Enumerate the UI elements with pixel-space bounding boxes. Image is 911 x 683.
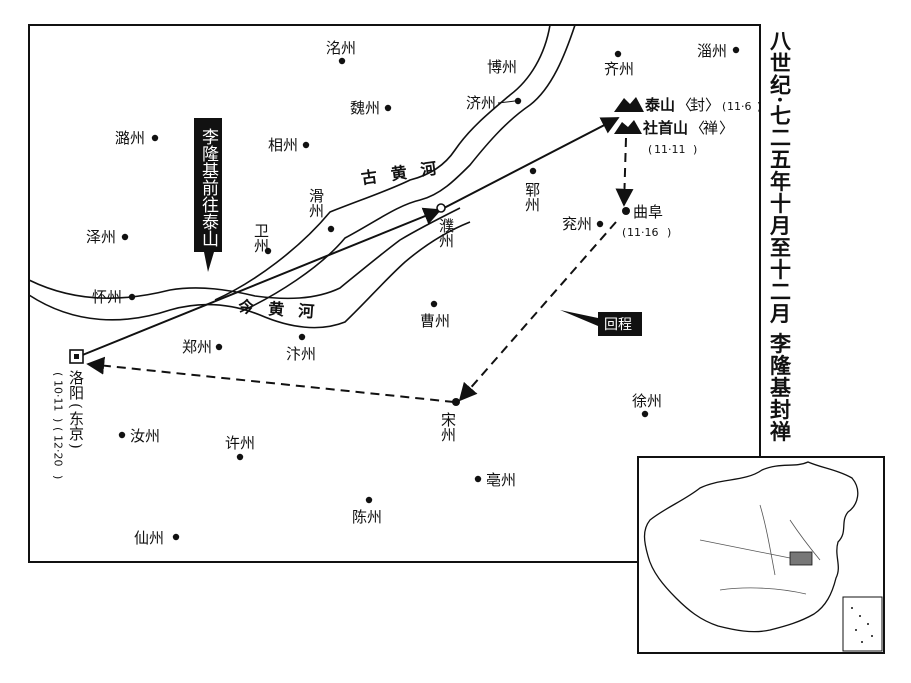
map-title-vertical: 八世纪·七二五年十月至十二月 李隆基封禅 — [768, 30, 793, 443]
route-outbound-segment-1 — [79, 207, 442, 357]
taishan-rite-open: 〈 — [677, 96, 692, 114]
taishan-name: 泰山 — [644, 96, 675, 114]
luoyang-paren-open-2: ( — [52, 427, 65, 431]
city-label-huaizhou: 怀州 — [92, 288, 122, 306]
songzhou-marker — [452, 398, 460, 406]
route-label-callout: 李隆基前往泰山 — [194, 118, 222, 272]
qufu-date-open: ( — [622, 226, 626, 239]
old-yellow-river-bank-upper — [214, 24, 551, 301]
map-frame — [28, 24, 761, 563]
city-label-huazhou: 滑州 — [307, 188, 325, 218]
old-yellow-river-bank-lower — [239, 24, 576, 313]
city-label-jizhou: 济州 — [466, 94, 496, 112]
qufu-date-close: ) — [667, 226, 671, 239]
present-yellow-river-label: 今黄河 — [237, 297, 329, 322]
city-dots — [118, 46, 740, 541]
qufu-date: 11·16 — [627, 226, 659, 239]
city-label-chenzhou: 陈州 — [352, 508, 382, 526]
taishan-date-open: ( — [722, 100, 726, 113]
luoyang-name: 洛阳 — [67, 370, 85, 400]
sheshou-rite-open: 〈 — [690, 119, 705, 137]
city-label-xuzhou2: 许州 — [225, 434, 255, 452]
present-yellow-river-bank-lower — [28, 221, 471, 329]
luoyang-paren-close: ) — [67, 443, 85, 449]
puzhou-marker — [436, 203, 446, 213]
taishan-date: 11·6 — [727, 100, 752, 113]
inset-china-map — [637, 456, 885, 654]
sheshou-rite: 禅 — [703, 119, 718, 137]
city-label-zezhou: 泽州 — [86, 228, 116, 246]
city-label-luzhou: 潞州 — [115, 129, 145, 147]
city-label-bianzhou: 汴州 — [286, 345, 316, 363]
route-outbound-segment-2 — [443, 117, 620, 209]
city-label-songzhou: 宋州 — [439, 412, 457, 442]
taishan-mountain-icon — [614, 97, 644, 112]
sheshou-mountain-icon — [614, 120, 642, 134]
taishan-rite: 封 — [690, 96, 705, 114]
city-label-luozhou: 洺州 — [326, 39, 356, 57]
luoyang-capital-marker — [69, 349, 84, 364]
route-label-text: 李隆基前往泰山 — [198, 128, 219, 247]
city-label-yunzhou: 郓州 — [523, 182, 541, 212]
luoyang-date-2: 12·20 — [52, 435, 65, 467]
city-label-weizhou-n: 魏州 — [350, 99, 380, 117]
inset-sea-islands — [851, 607, 873, 643]
sheshou-name: 社首山 — [642, 119, 688, 137]
inset-province-lines — [699, 504, 821, 595]
city-label-puzhou: 濮州 — [437, 218, 455, 248]
city-label-zhengzhou: 郑州 — [182, 338, 212, 356]
sheshou-rite-close: 〉 — [719, 119, 734, 137]
luoyang-paren-open-1: ( — [52, 372, 65, 376]
luoyang-paren-close-1: ) — [52, 418, 65, 422]
route-return-segment-1 — [615, 137, 634, 207]
qufu-name: 曲阜 — [633, 203, 663, 221]
city-label-xiangzhou: 相州 — [268, 136, 298, 154]
luoyang-label: 洛阳 ( 东京 ) ( 10·11 ) ( 12·20 ) — [52, 370, 86, 479]
return-label-callout: 回程 — [560, 310, 642, 336]
city-label-caozhou: 曹州 — [420, 312, 450, 330]
sheshou-date-open: ( — [648, 143, 652, 156]
route-return-segment-2 — [458, 221, 617, 402]
city-label-xianzhou: 仙州 — [134, 529, 164, 547]
sheshou-date-close: ) — [693, 143, 697, 156]
return-label-text: 回程 — [604, 317, 632, 333]
city-label-bozhou-s: 亳州 — [486, 471, 516, 489]
city-label-ruzhou: 汝州 — [130, 427, 160, 445]
city-label-bozhou-n: 博州 — [487, 58, 517, 76]
city-label-weizhou-s: 卫州 — [252, 223, 270, 253]
city-label-zizhou: 淄州 — [697, 42, 727, 60]
sheshou-date: 11·11 — [654, 143, 686, 156]
old-yellow-river-label: 古黄河 — [360, 157, 452, 188]
taishan-date-close: ) — [757, 100, 761, 113]
luoyang-date-1: 10·11 — [52, 380, 65, 412]
taishan-rite-close: 〉 — [705, 96, 720, 114]
jizhou-leader-line — [497, 100, 516, 104]
qufu-marker — [622, 207, 630, 215]
luoyang-note: 东京 — [67, 411, 85, 442]
city-label-qizhou: 齐州 — [604, 60, 634, 78]
luoyang-paren-close-2: ) — [52, 475, 65, 479]
city-label-yanzhou: 兖州 — [562, 215, 592, 233]
inset-highlight-region — [789, 551, 813, 566]
inset-china-outline — [643, 461, 859, 633]
city-label-xuzhou: 徐州 — [632, 392, 662, 410]
luoyang-paren-open: ( — [67, 403, 85, 409]
route-return-segment-3 — [86, 356, 455, 403]
inset-south-china-sea-box — [842, 596, 883, 652]
